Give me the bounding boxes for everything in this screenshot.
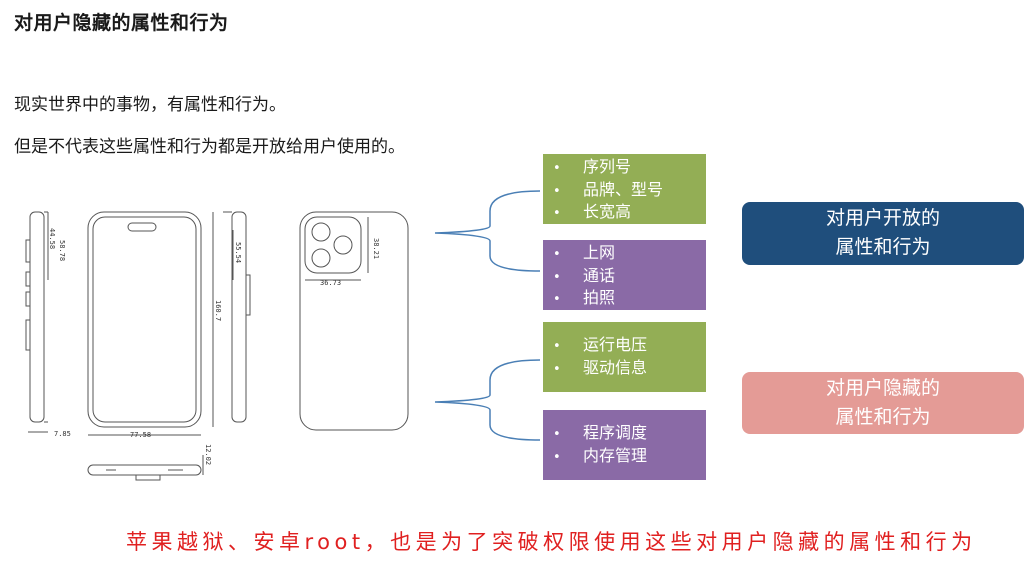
list-item: •运行电压 [553, 335, 648, 354]
phone-technical-drawing: 44.58 58.78 55.54 38.21 36.73 160.7 77.5… [25, 211, 409, 481]
brace-bottom [434, 359, 541, 441]
list-item: •内存管理 [553, 445, 648, 465]
dim-side-a: 44.58 [48, 228, 56, 249]
open-to-user-label: 对用户开放的 属性和行为 [742, 202, 1024, 265]
attributes-box-basic: •序列号 •品牌、型号 •长宽高 [543, 154, 706, 224]
list-item: •长宽高 [553, 202, 632, 221]
list-item: •品牌、型号 [553, 179, 664, 199]
brace-top [434, 190, 541, 272]
list-item: •拍照 [553, 288, 616, 307]
dim-thickness: 7.85 [54, 430, 71, 438]
phone-side-view-right [223, 211, 251, 423]
dim-bottom: 12.02 [204, 444, 212, 465]
list-item: •程序调度 [553, 423, 648, 442]
hidden-from-user-label: 对用户隐藏的 属性和行为 [742, 372, 1024, 434]
behaviors-box-hidden: •程序调度 •内存管理 [543, 410, 706, 480]
behaviors-box-basic: •上网 •通话 •拍照 [543, 240, 706, 310]
list-item: •上网 [553, 243, 616, 262]
attributes-box-hidden: •运行电压 •驱动信息 [543, 322, 706, 392]
list-item: •驱动信息 [553, 357, 648, 377]
dim-height: 160.7 [214, 300, 222, 321]
dim-camera-h: 38.21 [372, 238, 380, 259]
list-item: •通话 [553, 265, 616, 285]
intro-line-2: 但是不代表这些属性和行为都是开放给用户使用的。 [14, 137, 405, 157]
phone-front-view [87, 211, 202, 436]
dim-camera-w: 36.73 [320, 279, 341, 287]
phone-bottom-view [87, 455, 204, 481]
phone-side-view-left [25, 211, 48, 423]
dim-side-c: 55.54 [234, 242, 242, 263]
dim-width: 77.58 [130, 431, 151, 439]
footer-note: 苹果越狱、安卓root，也是为了突破权限使用这些对用户隐藏的属性和行为 [126, 530, 977, 554]
intro-line-1: 现实世界中的事物，有属性和行为。 [14, 95, 286, 115]
page-title: 对用户隐藏的属性和行为 [14, 12, 229, 34]
phone-back-view [299, 211, 409, 431]
list-item: •序列号 [553, 157, 632, 176]
dim-side-b: 58.78 [58, 240, 66, 261]
